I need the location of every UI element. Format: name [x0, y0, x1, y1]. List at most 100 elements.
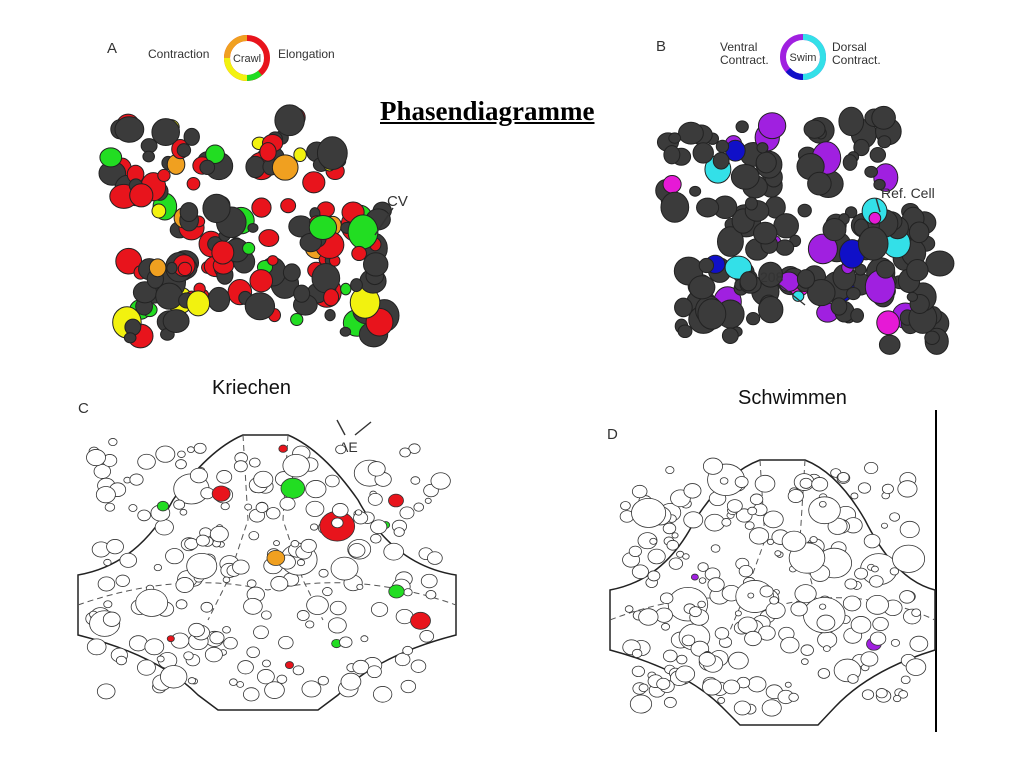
neuron-cell [838, 106, 865, 137]
ganglion-cell [857, 482, 872, 494]
neuron-cell [351, 245, 367, 262]
ganglion-cell [301, 680, 322, 698]
neuron-cell [730, 164, 760, 190]
ganglion-cell [663, 696, 677, 708]
panel-divider-line [935, 410, 937, 732]
neuron-cell [925, 250, 955, 277]
ganglion-cell [909, 635, 929, 652]
ganglion-cell [842, 595, 862, 612]
ganglion-cell [129, 473, 144, 486]
swim-phase-map: Ref. Cell 208 [655, 105, 955, 355]
ganglion-cell [372, 686, 393, 703]
ganglion-cell [327, 617, 347, 634]
neuron-cell [247, 222, 259, 233]
ganglion-cell [881, 522, 888, 529]
neuron-cell [142, 150, 155, 163]
ganglion-cell [186, 552, 218, 580]
ganglion-cell [356, 583, 364, 590]
ganglion-cell [659, 592, 674, 604]
ganglion-cell [861, 689, 875, 700]
ganglion-cell [905, 658, 927, 676]
ganglion-cell [722, 679, 741, 695]
ganglion-cell [354, 509, 363, 516]
ganglion-cell [266, 507, 281, 520]
ganglion-cell [335, 444, 347, 455]
neuron-cell [282, 263, 301, 282]
ganglion-cell [774, 550, 782, 557]
ganglion-cell [892, 544, 926, 573]
ganglion-cell [864, 461, 879, 475]
ganglion-cell [237, 660, 254, 675]
ganglion-cell [86, 449, 106, 467]
ganglion-cell [413, 502, 425, 512]
ganglion-cell [154, 519, 174, 536]
ganglion-cell [128, 504, 138, 512]
ganglion-cell [408, 443, 421, 454]
neuron-cell [668, 132, 682, 144]
ganglion-cell [306, 595, 329, 615]
neuron-cell [259, 142, 277, 162]
neuron-cell [775, 239, 795, 256]
ganglion-cell [410, 659, 427, 673]
ganglion-cell [278, 636, 294, 650]
neuron-cell [186, 176, 201, 191]
neuron-cell [151, 118, 180, 146]
ganglion-cell [222, 626, 231, 634]
ganglion-cell [388, 493, 404, 508]
ganglion-cell [681, 634, 696, 647]
ganglion-cell [769, 596, 779, 605]
ganglion-cell [189, 467, 208, 484]
ganglion-cell [388, 584, 405, 599]
neuron-cell [323, 288, 340, 307]
ganglion-cell [897, 480, 918, 498]
ganglion-cell [794, 584, 817, 604]
ganglion-cell [811, 477, 829, 492]
ganglion-cell [801, 658, 809, 665]
ganglion-cell [808, 496, 841, 525]
ganglion-cell [817, 668, 831, 679]
neuron-cell [753, 221, 778, 245]
ganglion-cell [253, 470, 274, 488]
ganglion-cell [734, 610, 742, 617]
ganglion-cell [284, 661, 294, 669]
neuron-cell [758, 261, 784, 288]
neuron-cell [316, 136, 348, 171]
neuron-cell [280, 198, 297, 214]
neuron-cell [267, 255, 279, 266]
neuron-cell [151, 203, 167, 219]
ganglion-cell [747, 592, 755, 599]
neuron-cell [773, 213, 799, 239]
ganglion-cell [759, 585, 774, 598]
ganglion-cell [631, 665, 645, 678]
ganglion-cell [419, 630, 435, 643]
ganglion-cell [186, 446, 195, 454]
ganglion-cell [367, 493, 383, 506]
ganglion-cell [209, 526, 229, 543]
ganglion-cell [682, 553, 690, 560]
ganglion-cell [809, 536, 818, 544]
neuron-cell [207, 286, 231, 313]
ganglion-cell [305, 480, 327, 499]
ganglion-cell [93, 463, 111, 479]
ganglion-cell [370, 602, 389, 617]
neuron-cell [755, 151, 777, 174]
neuron-cell [324, 309, 336, 322]
neuron-cell [864, 165, 879, 178]
ganglion-cell [403, 588, 413, 597]
ganglion-cell [676, 654, 688, 665]
ganglion-cell [900, 675, 911, 685]
label-208: 208 [760, 269, 784, 285]
ganglion-cell [747, 676, 767, 693]
ganglion-cell [656, 677, 671, 690]
neuron-cell [339, 326, 352, 337]
ganglion-cell [266, 550, 286, 566]
neuron-cell [692, 142, 714, 164]
ganglion-cell [246, 646, 260, 659]
ganglion-cell [229, 678, 238, 686]
crawl-phase-map: CV AE [98, 104, 408, 455]
ganglion-cell [683, 511, 704, 529]
ganglion-cell [850, 616, 872, 634]
ganglion-cell [872, 616, 889, 632]
neuron-cell [176, 143, 192, 158]
ganglion-cell [200, 601, 214, 613]
